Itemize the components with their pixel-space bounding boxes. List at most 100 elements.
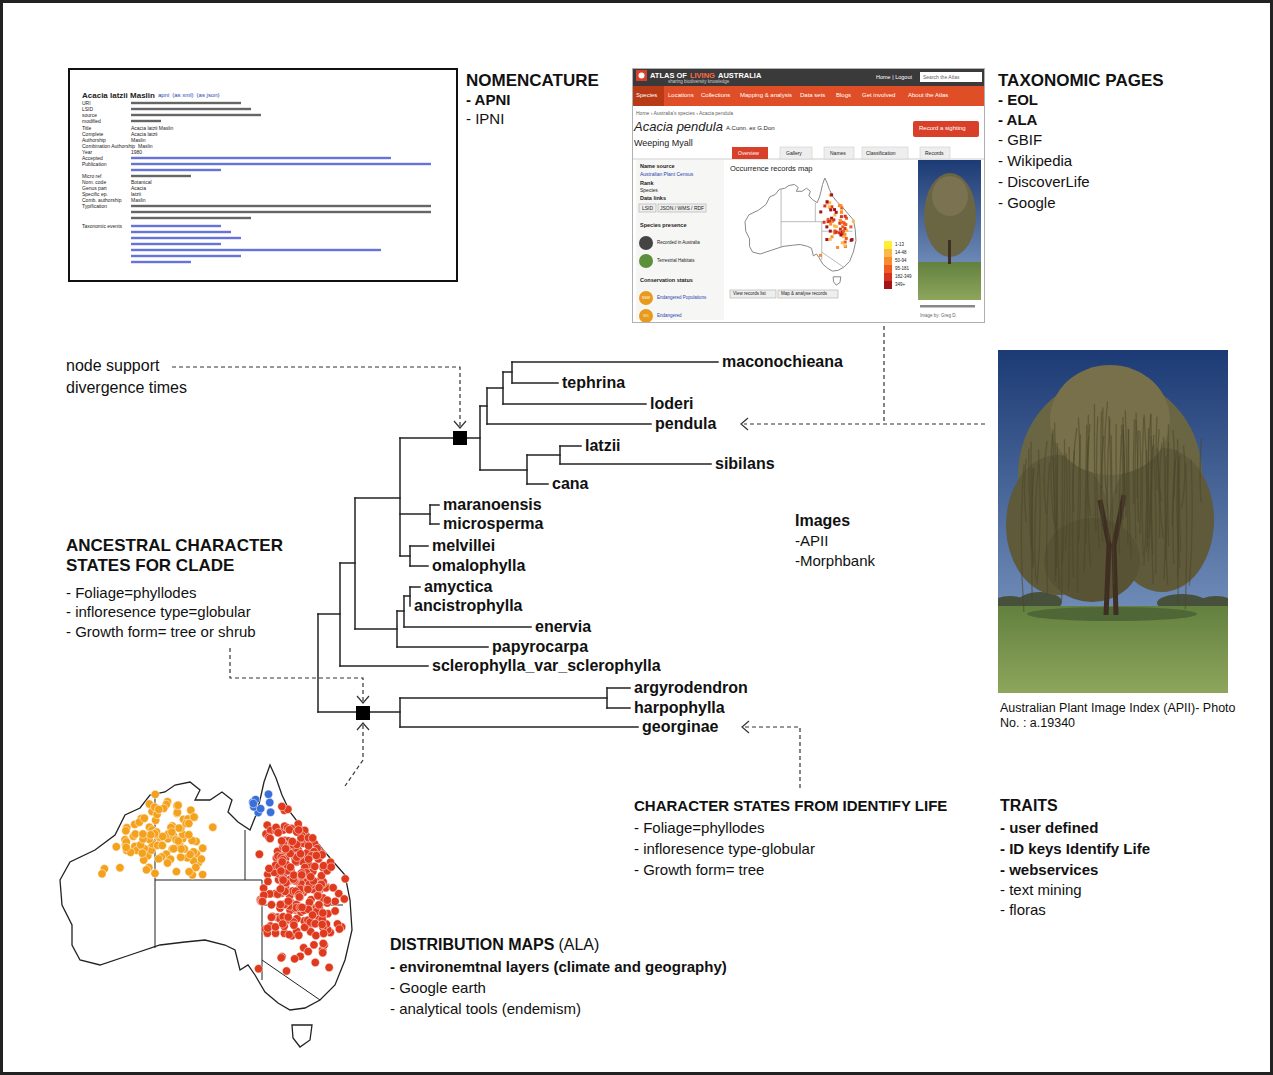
taxon-label: maranoensis: [443, 495, 542, 514]
phylogeny-tree: [560, 463, 711, 465]
distribution-map: [285, 930, 293, 938]
list-item: - floras: [1000, 901, 1046, 919]
screenshot-text: AUSTRALIA: [718, 71, 761, 80]
plant-photo: [1111, 435, 1114, 584]
distribution-map: [304, 855, 312, 863]
screenshot-text: LSID: [642, 205, 653, 211]
distribution-map: [267, 901, 275, 909]
phylogeny-tree: [607, 707, 630, 709]
plant-photo: [1115, 424, 1116, 494]
screenshot-text: Blogs: [836, 92, 851, 99]
mini-photo: [918, 262, 981, 300]
list-item: divergence times: [66, 378, 187, 397]
distribution-map: [151, 869, 159, 877]
taxon-label: papyrocarpa: [492, 637, 588, 656]
screenshot-text: Image by: Greg D.: [920, 313, 957, 318]
mini-map: [843, 222, 846, 225]
taxon-label: maconochieana: [722, 352, 843, 371]
distribution-map: [310, 941, 318, 949]
section-heading: DISTRIBUTION MAPS: [390, 935, 554, 954]
ala-screenshot: [639, 309, 653, 323]
plant-photo: [1109, 416, 1111, 541]
mini-map: [844, 245, 847, 248]
phylogeny-tree: [527, 483, 548, 485]
ala-screenshot: [632, 86, 985, 106]
plant-photo: [1072, 450, 1074, 577]
distribution-map: [286, 863, 294, 871]
phylogeny-tree: [512, 361, 718, 363]
mini-map: [745, 178, 856, 285]
distribution-map: [306, 873, 314, 881]
mini-map: [840, 204, 843, 207]
phylogeny-tree: [410, 545, 428, 547]
distribution-map: [304, 842, 312, 850]
screenshot-text: Data sets: [800, 92, 825, 99]
distribution-map: [264, 790, 272, 798]
screenshot-text: NSW: [642, 296, 650, 300]
screenshot-text: Weeping Myall: [634, 138, 693, 149]
screenshot-text: JSON / WMS / RDF: [660, 205, 704, 211]
leader-line: [741, 418, 748, 430]
phylogeny-tree: [410, 586, 420, 588]
phylogeny-tree: [355, 497, 400, 499]
distribution-map: [265, 864, 273, 872]
screenshot-text-line: [131, 261, 191, 263]
list-item: -APII: [795, 532, 828, 550]
screenshot-text-line: [131, 231, 231, 233]
screenshot-text: Home | Logout: [876, 74, 912, 81]
taxon-label: cana: [552, 474, 588, 493]
plant-photo: [1182, 446, 1185, 508]
screenshot-text: Classification: [866, 150, 895, 156]
section-heading: TRAITS: [1000, 796, 1058, 815]
mini-map: [822, 252, 844, 267]
screenshot-text: View records list: [733, 291, 766, 296]
plant-photo: [1084, 425, 1086, 572]
mini-photo: [948, 240, 951, 264]
plant-photo: [1200, 437, 1202, 502]
screenshot-text: Maslin: [138, 143, 152, 149]
distribution-map: [190, 813, 198, 821]
distribution-map: [267, 913, 275, 921]
screenshot-text: Rank: [640, 180, 653, 187]
screenshot-text-line: [131, 175, 191, 177]
distribution-map: [158, 841, 166, 849]
screenshot-text: Overview: [738, 150, 759, 156]
mini-photo: [918, 160, 981, 300]
list-item: -Morphbank: [795, 552, 875, 570]
screenshot-text: (as xml): [172, 92, 193, 99]
ala-screenshot: [920, 305, 975, 308]
phylogeny-tree: [340, 562, 355, 564]
distribution-map: [116, 864, 124, 872]
leader-line: [357, 696, 369, 703]
screenshot-text: Recorded in Australia: [657, 240, 700, 245]
photo-caption: Australian Plant Image Index (APII)- Pho…: [1000, 701, 1240, 731]
mini-map: [844, 244, 847, 247]
list-item: - GBIF: [998, 131, 1042, 149]
distribution-map: [276, 900, 284, 908]
ala-screenshot: [658, 204, 706, 212]
screenshot-text: Taxonomic events: [82, 223, 122, 229]
mini-map: [829, 230, 832, 233]
mini-map: [823, 204, 826, 207]
section-heading: TAXONOMIC PAGES: [998, 71, 1164, 91]
screenshot-text: Conservation status: [640, 277, 693, 284]
list-item: - APNI: [466, 91, 510, 109]
plant-photo: [1044, 441, 1047, 515]
phylogeny-tree: [317, 614, 319, 712]
phylogeny-tree: [410, 565, 428, 567]
mini-map: [833, 213, 836, 216]
distribution-map: [297, 871, 305, 879]
screenshot-text: Data links: [640, 195, 666, 202]
plant-photo: [1027, 607, 1197, 621]
phylogeny-tree: [318, 362, 718, 727]
screenshot-text-line: [131, 169, 221, 171]
distribution-map: [290, 871, 298, 879]
mini-map: [830, 193, 833, 196]
distribution-map: [154, 855, 162, 863]
mini-map: [840, 211, 843, 214]
distribution-map: [282, 845, 290, 853]
screenshot-text: Record a sighting: [919, 125, 966, 132]
phylogeny-tree: [487, 423, 651, 425]
distribution-map: [295, 931, 303, 939]
distribution-map: [174, 801, 182, 809]
